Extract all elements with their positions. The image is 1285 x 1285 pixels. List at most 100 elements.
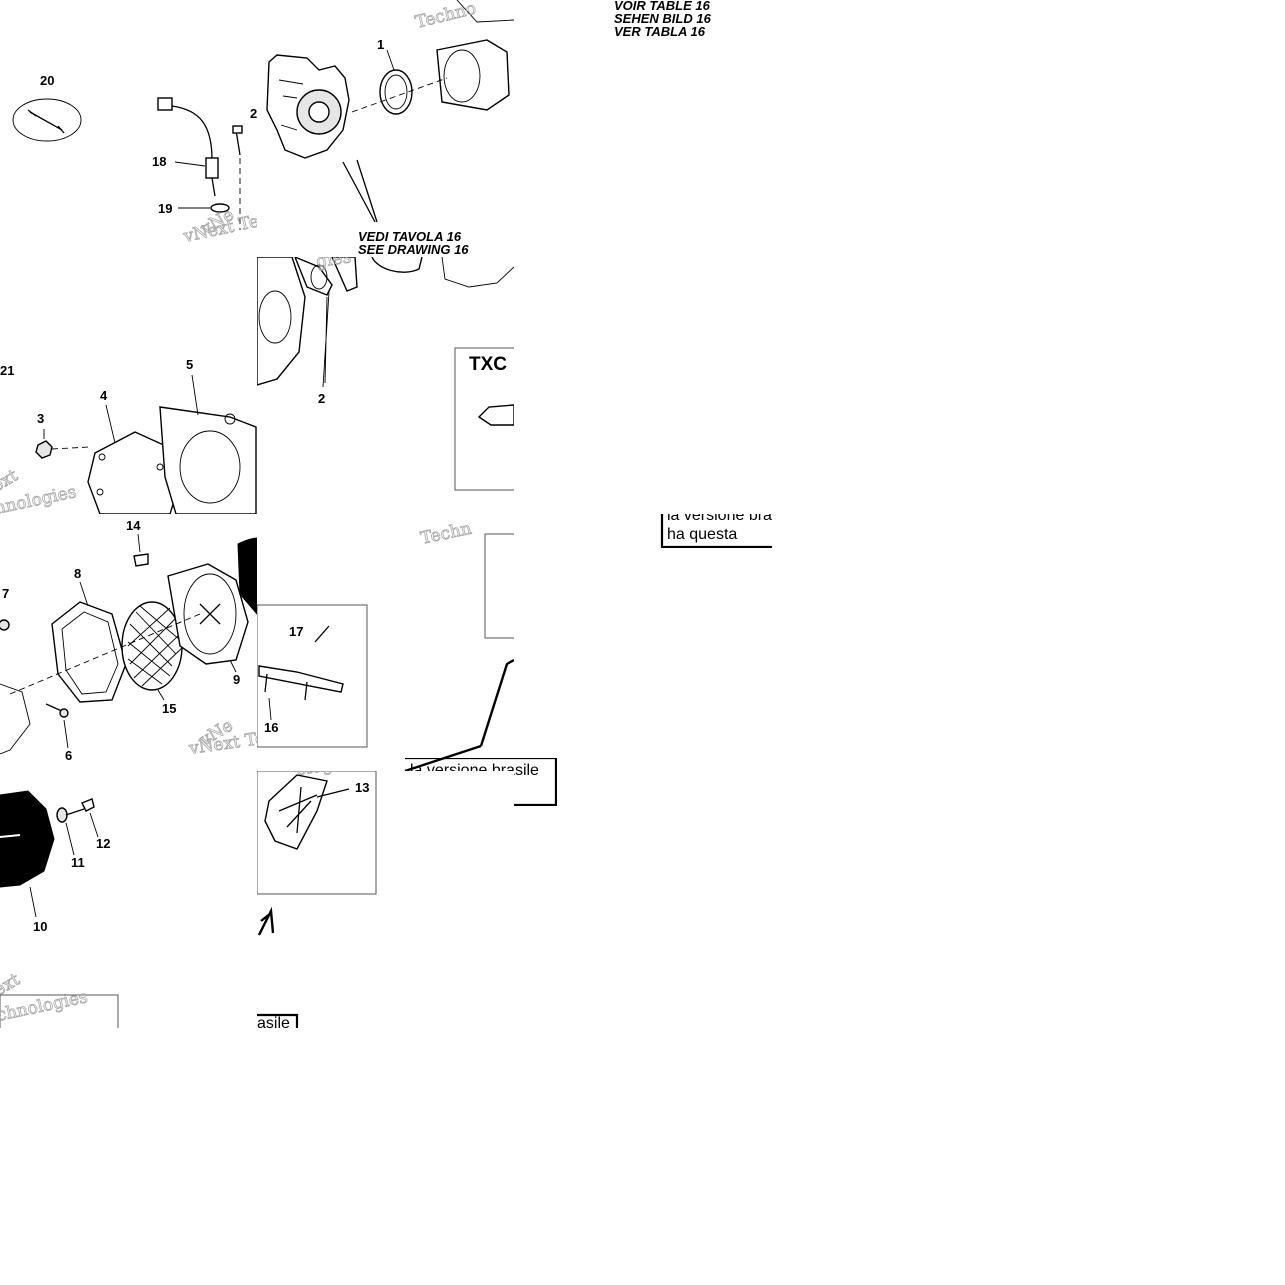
- note-frame: [257, 1013, 299, 1028]
- clip-14: [133, 553, 149, 567]
- nut-3: [35, 440, 53, 459]
- part-number-15: 15: [162, 701, 176, 716]
- screw-6-head: [59, 708, 69, 718]
- note-fragment-bg: [257, 1015, 297, 1028]
- part-number-8: 8: [74, 566, 81, 581]
- part-number-12: 12: [96, 836, 110, 851]
- housing-body: [257, 257, 306, 386]
- diagram-tile-filter: 7 8 15 9 14 6: [0, 514, 257, 771]
- leader-5: [191, 374, 199, 416]
- filter-housing-9: [167, 563, 249, 665]
- impeller-13: [264, 774, 328, 850]
- housing-right: [441, 257, 514, 288]
- fan-cover-10: [0, 790, 55, 888]
- leader-1: [386, 49, 395, 71]
- version-note-text: la versione bra: [667, 514, 772, 524]
- detail-box-partial: [484, 533, 514, 639]
- part-number-4: 4: [100, 388, 108, 403]
- throttle-valve: [308, 101, 330, 123]
- plate-5: [159, 406, 257, 514]
- impeller-blades: [278, 786, 318, 834]
- screw-7: [0, 619, 10, 631]
- part-number-14: 14: [126, 518, 141, 533]
- watermark-text: Techno: [413, 0, 478, 33]
- part-number-3: 3: [37, 411, 44, 426]
- watermark-text: ext: [0, 466, 22, 497]
- leader-2: [322, 291, 330, 388]
- sleeve-opening: [443, 49, 481, 103]
- filter-housing-spokes: [199, 603, 221, 625]
- sensor-connector: [157, 97, 173, 111]
- reference-arrow: [342, 159, 378, 223]
- note-arrow: [257, 906, 275, 936]
- pin-17: [314, 625, 330, 643]
- filter-mesh: [127, 607, 183, 687]
- gasket-hole: [98, 453, 106, 461]
- part-number-6: 6: [65, 748, 72, 763]
- ring-clamp: [371, 257, 423, 273]
- fan-cover-shaft: [0, 834, 21, 838]
- diagram-tile-sensor: 20 18 19 21 vNext Te vNe: [0, 0, 257, 257]
- part-number-2: 2: [318, 391, 325, 406]
- impeller-shaft: [316, 788, 350, 798]
- clamp-1-inner: [384, 74, 408, 110]
- version-note-box: la versione bra ha questa: [660, 514, 772, 548]
- reference-text-fr: VOIR TABLE 16: [614, 0, 711, 13]
- part-number-5: 5: [186, 357, 193, 372]
- bracket-16: [258, 665, 344, 693]
- note-arrow: [479, 658, 514, 747]
- part-number-11: 11: [71, 855, 85, 870]
- version-note-text: asile: [257, 1015, 290, 1028]
- screw-21: [235, 129, 241, 156]
- filter-housing-opening: [183, 573, 237, 655]
- diagram-tile-bracket: 17 16 Techn: [257, 514, 514, 771]
- tube-2-opening: [310, 264, 328, 290]
- sensor-cable: [171, 105, 213, 161]
- screw-12: [81, 798, 95, 812]
- throttle-details: [278, 79, 304, 131]
- variant-gasket: [477, 404, 514, 426]
- tube-2b: [331, 257, 358, 292]
- assembly-axis: [351, 77, 448, 113]
- dark-cover-edge: [237, 537, 257, 615]
- diagram-tile-fan: 10 11 12 ext chnologies: [0, 771, 257, 1028]
- washer-19: [210, 203, 230, 213]
- intake-sleeve: [436, 39, 510, 111]
- tube-2: [294, 257, 333, 296]
- part-number-13: 13: [355, 780, 369, 795]
- variant-box: [454, 347, 514, 491]
- detail-box-16: [257, 604, 368, 748]
- watermark-text: Techn: [419, 519, 474, 549]
- gasket-hole: [96, 488, 104, 496]
- plate-opening: [179, 430, 241, 504]
- leader-12: [89, 812, 99, 838]
- filter-mesh: [127, 605, 181, 685]
- gasket-hole: [156, 463, 164, 471]
- diagram-tile-housing: 2 gies TXC: [257, 257, 514, 514]
- note-frame: [405, 758, 557, 806]
- part-number-21: 21: [0, 363, 14, 378]
- variant-label: TXC: [469, 354, 507, 375]
- assembly-axis: [9, 613, 201, 695]
- cover-8-inner: [61, 611, 119, 695]
- reference-text-en: SEE DRAWING 16: [358, 242, 469, 257]
- reference-text-de: SEHEN BILD 16: [614, 11, 712, 26]
- part-number-7: 7: [2, 586, 9, 601]
- leader-16: [268, 697, 272, 721]
- reference-text-es: VER TABLA 16: [614, 24, 706, 39]
- part-number-17: 17: [289, 624, 303, 639]
- bracket-legs: [264, 673, 308, 701]
- assembly-line: [51, 446, 91, 450]
- detail-box-13: [257, 771, 377, 895]
- diagram-tile-gasket: 21 3 4 5 ext hnologies: [0, 257, 257, 514]
- sensor-tip: [211, 177, 216, 197]
- leader-15: [157, 689, 165, 701]
- part-number-19: 19: [158, 201, 172, 216]
- note-frame: [660, 514, 772, 548]
- sensor-body-18: [205, 157, 219, 179]
- leader-14: [137, 533, 141, 553]
- reference-block: VOIR TABLE 16 SEHEN BILD 16 VER TABLA 16: [614, 0, 712, 39]
- part-number-10: 10: [33, 919, 47, 934]
- bracket-outline: [0, 683, 31, 755]
